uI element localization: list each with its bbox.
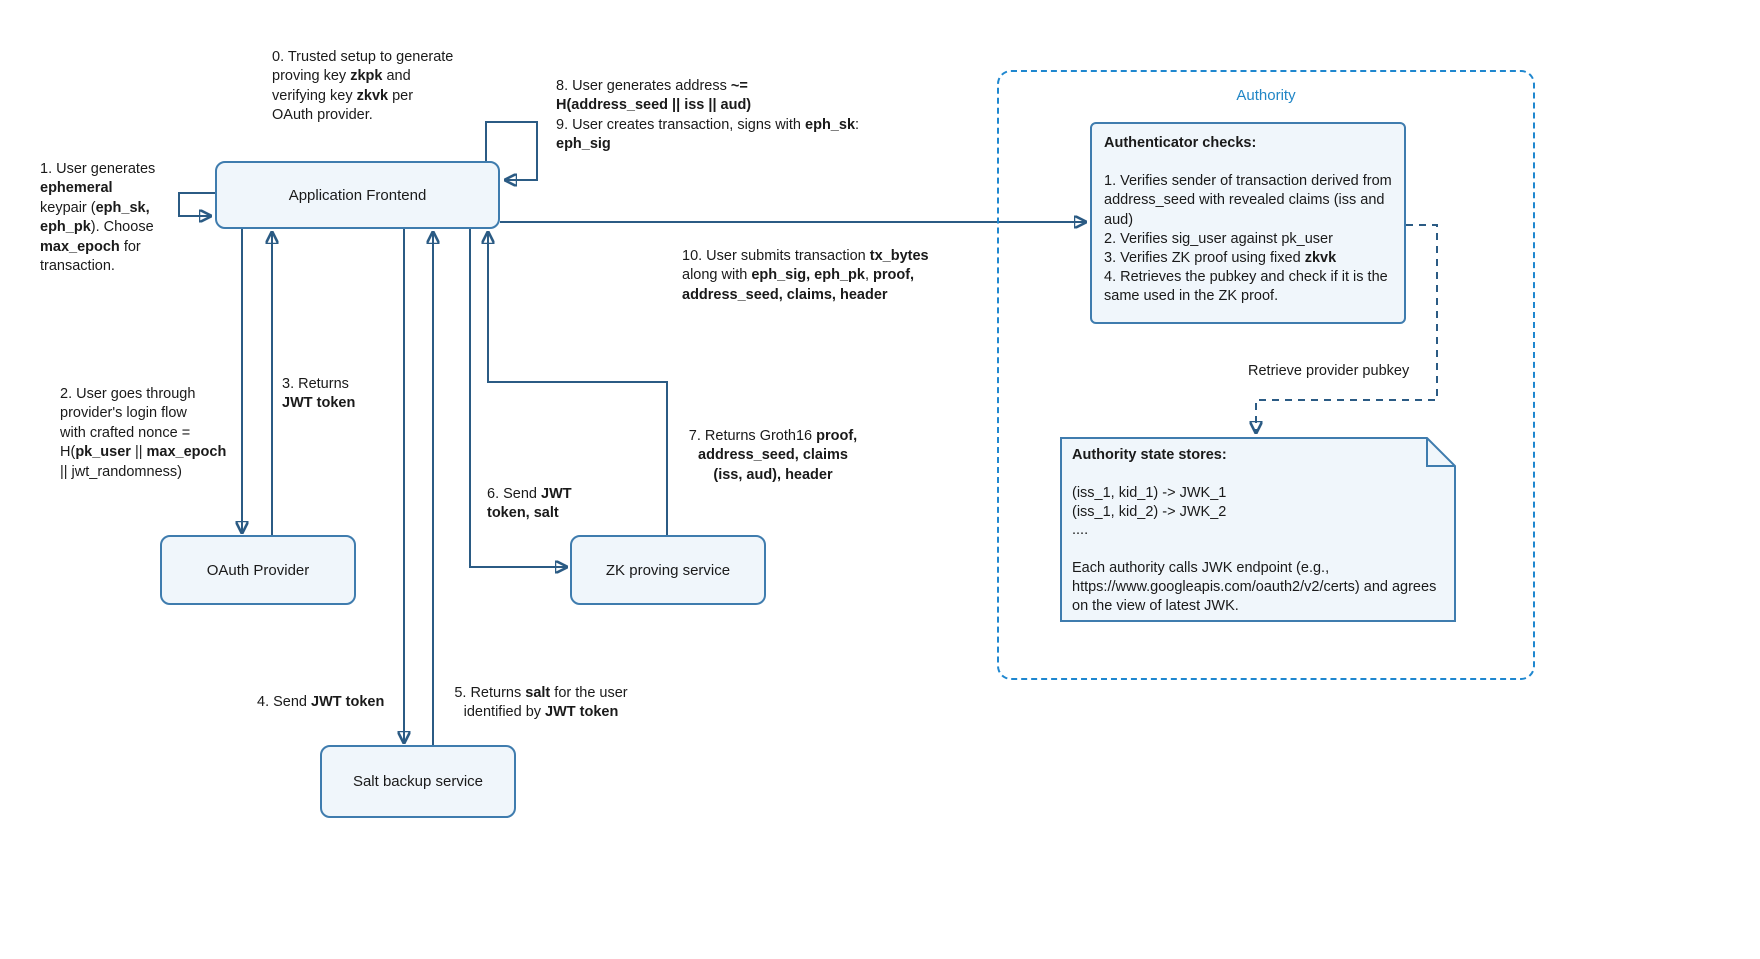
authenticator-checks-panel: Authenticator checks: 1. Verifies sender… — [1090, 122, 1406, 324]
authority-state-stores-text: Authority state stores: (iss_1, kid_1) -… — [1072, 447, 1437, 614]
node-zk-proving-service: ZK proving service — [570, 535, 766, 605]
node-oauth-provider-label: OAuth Provider — [206, 561, 310, 579]
node-zk-proving-service-label: ZK proving service — [605, 561, 731, 579]
node-application-frontend: Application Frontend — [215, 161, 500, 229]
node-salt-backup-service-label: Salt backup service — [352, 773, 484, 790]
authenticator-checks-text: Authenticator checks: 1. Verifies sender… — [1104, 135, 1392, 304]
annotation-step3-returns-jwt: 3. Returns JWT token — [282, 376, 356, 412]
node-application-frontend-label: Application Frontend — [288, 186, 427, 204]
annotation-step1-ephemeral-keypair: 1. User generates ephemeral keypair (eph… — [40, 161, 156, 275]
node-oauth-provider: OAuth Provider — [160, 535, 356, 605]
annotation-retrieve-provider-pubkey: Retrieve provider pubkey — [1248, 363, 1410, 379]
document-shape — [1060, 437, 1456, 622]
annotation-step4-send-jwt: 4. Send JWT token — [257, 694, 385, 710]
annotation-step2-login-flow: 2. User goes through provider's login fl… — [60, 386, 227, 480]
authority-state-stores-note: Authority state stores: (iss_1, kid_1) -… — [1060, 437, 1456, 622]
annotation-step6-send-jwt-salt: 6. Send JWT token, salt — [487, 486, 572, 522]
annotation-step8-9-generate-address: 8. User generates address ~= H(address_s… — [556, 78, 860, 153]
annotation-step5-returns-salt: 5. Returns salt for the user identified … — [454, 685, 628, 721]
annotation-step10-submit-transaction: 10. User submits transaction tx_bytes al… — [682, 248, 929, 303]
authority-group-frame — [997, 70, 1535, 680]
authority-group-label: Authority — [1236, 87, 1296, 104]
annotation-step0-trusted-setup: 0. Trusted setup to generate proving key… — [272, 49, 454, 124]
node-salt-backup-service: Salt backup service — [320, 745, 516, 818]
annotation-step7-returns-proof: 7. Returns Groth16 proof, address_seed, … — [688, 428, 858, 483]
